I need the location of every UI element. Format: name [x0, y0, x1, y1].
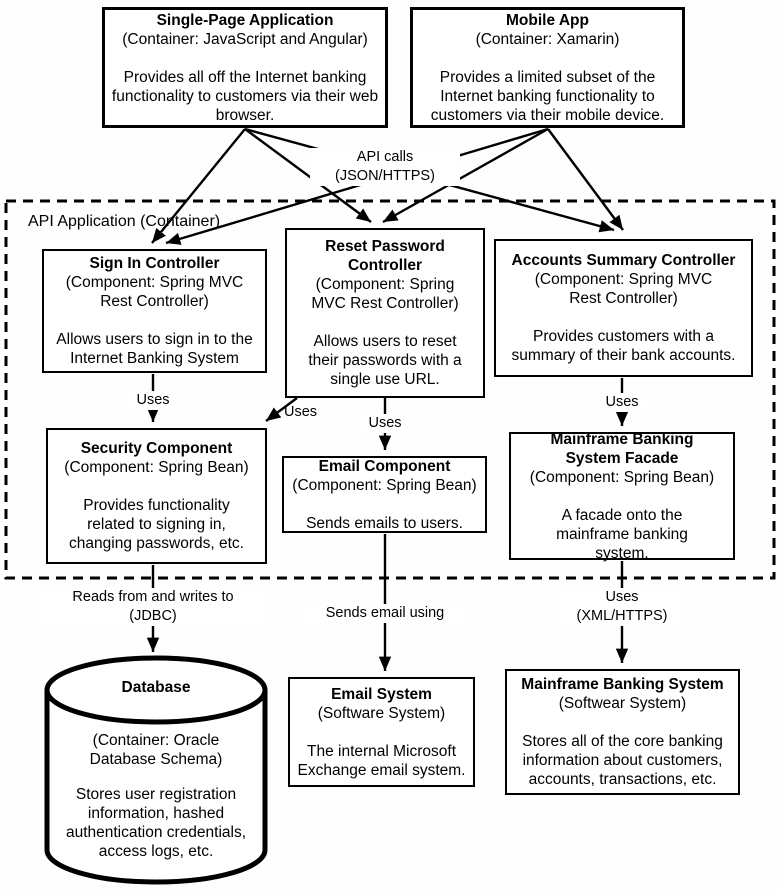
api-application-boundary [4, 199, 776, 580]
uses-label-accounts-facade: Uses [599, 393, 645, 412]
node-description: Sends emails to users. [306, 514, 463, 532]
sends-email-label: Sends email using [305, 604, 465, 623]
node-title: Mobile App [506, 11, 589, 29]
node-description: Allows users to reset their passwords wi… [308, 333, 462, 388]
node-email-system: Email System (Software System) The inter… [288, 677, 475, 787]
api-calls-protocol: (JSON/HTTPS) [335, 168, 435, 184]
node-mobile-app: Mobile App (Container: Xamarin) Provides… [410, 7, 685, 128]
database-cylinder-shape [44, 655, 268, 885]
node-description: Provides a limited subset of the Interne… [430, 68, 665, 124]
node-title: Mainframe Banking System [521, 676, 724, 693]
api-calls-label: API calls (JSON/HTTPS) [310, 148, 460, 186]
node-description: Provides customers with a summary of the… [511, 328, 736, 364]
uses-label-signin-security: Uses [130, 391, 176, 410]
node-mainframe-banking-system: Mainframe Banking System (Softwear Syste… [505, 669, 740, 795]
node-description: Provides functionality related to signin… [69, 497, 244, 552]
node-title: Database [121, 679, 191, 696]
edge-mobile-accounts [547, 128, 624, 231]
node-subtitle: (Component: Spring Bean) [529, 468, 715, 486]
node-title: Reset Password Controller [325, 238, 445, 274]
edge-reset-security [265, 397, 298, 422]
node-subtitle: (Component: Spring MVC Rest Controller) [534, 271, 713, 307]
node-subtitle: (Component: Spring MVC Rest Controller) [311, 276, 459, 312]
uses-label-reset-email: Uses [362, 414, 408, 433]
api-calls-text: API calls [356, 149, 414, 165]
node-description: Provides all off the Internet banking fu… [111, 68, 379, 124]
reads-writes-label: Reads from and writes to (JDBC) [43, 588, 263, 626]
node-title: Single-Page Application [156, 11, 334, 29]
node-title: Security Component [80, 440, 233, 457]
node-description: A facade onto the mainframe banking syst… [556, 506, 688, 562]
jdbc-protocol: (JDBC) [129, 608, 177, 624]
node-database: Database (Container: Oracle Database Sch… [47, 664, 265, 861]
edge-mobile-signin [165, 127, 549, 245]
node-subtitle: (Component: Spring Bean) [292, 476, 477, 494]
api-application-boundary-label: API Application (Container) [28, 213, 221, 230]
node-title: Mainframe Banking System Facade [550, 430, 694, 467]
node-reset-password-controller: Reset Password Controller (Component: Sp… [285, 228, 485, 398]
node-email-component: Email Component (Component: Spring Bean)… [282, 456, 487, 533]
uses-text: Uses [605, 589, 639, 605]
node-mainframe-banking-system-facade: Mainframe Banking System Facade (Compone… [509, 430, 735, 562]
xml-https-protocol: (XML/HTTPS) [576, 608, 668, 624]
node-description: Allows users to sign in to the Internet … [56, 331, 253, 367]
node-title: Sign In Controller [89, 255, 220, 272]
reads-writes-text: Reads from and writes to [72, 589, 234, 605]
node-subtitle: (Component: Spring Bean) [64, 459, 249, 476]
node-single-page-application: Single-Page Application (Container: Java… [102, 7, 388, 128]
node-title: Email System [331, 685, 432, 703]
node-subtitle: (Softwear System) [558, 695, 687, 712]
node-sign-in-controller: Sign In Controller (Component: Spring MV… [42, 249, 267, 373]
node-description: Stores user registration information, ha… [65, 786, 247, 860]
node-title: Email Component [318, 457, 451, 475]
edge-mobile-reset [382, 127, 549, 224]
node-subtitle: (Software System) [317, 704, 446, 722]
node-subtitle: (Container: Oracle Database Schema) [89, 732, 223, 768]
node-title: Accounts Summary Controller [511, 252, 736, 269]
edge-spa-signin [151, 128, 246, 244]
edge-spa-reset [244, 128, 372, 223]
node-subtitle: (Component: Spring MVC Rest Controller) [65, 274, 244, 310]
node-subtitle: (Container: Xamarin) [475, 30, 620, 48]
uses-xml-label: Uses (XML/HTTPS) [560, 588, 684, 626]
node-subtitle: (Container: JavaScript and Angular) [122, 30, 368, 48]
node-accounts-summary-controller: Accounts Summary Controller (Component: … [494, 239, 753, 377]
node-security-component: Security Component (Component: Spring Be… [46, 428, 267, 564]
node-description: The internal Microsoft Exchange email sy… [297, 742, 466, 779]
uses-label-reset-security: Uses [284, 404, 318, 420]
node-description: Stores all of the core banking informati… [522, 733, 723, 788]
